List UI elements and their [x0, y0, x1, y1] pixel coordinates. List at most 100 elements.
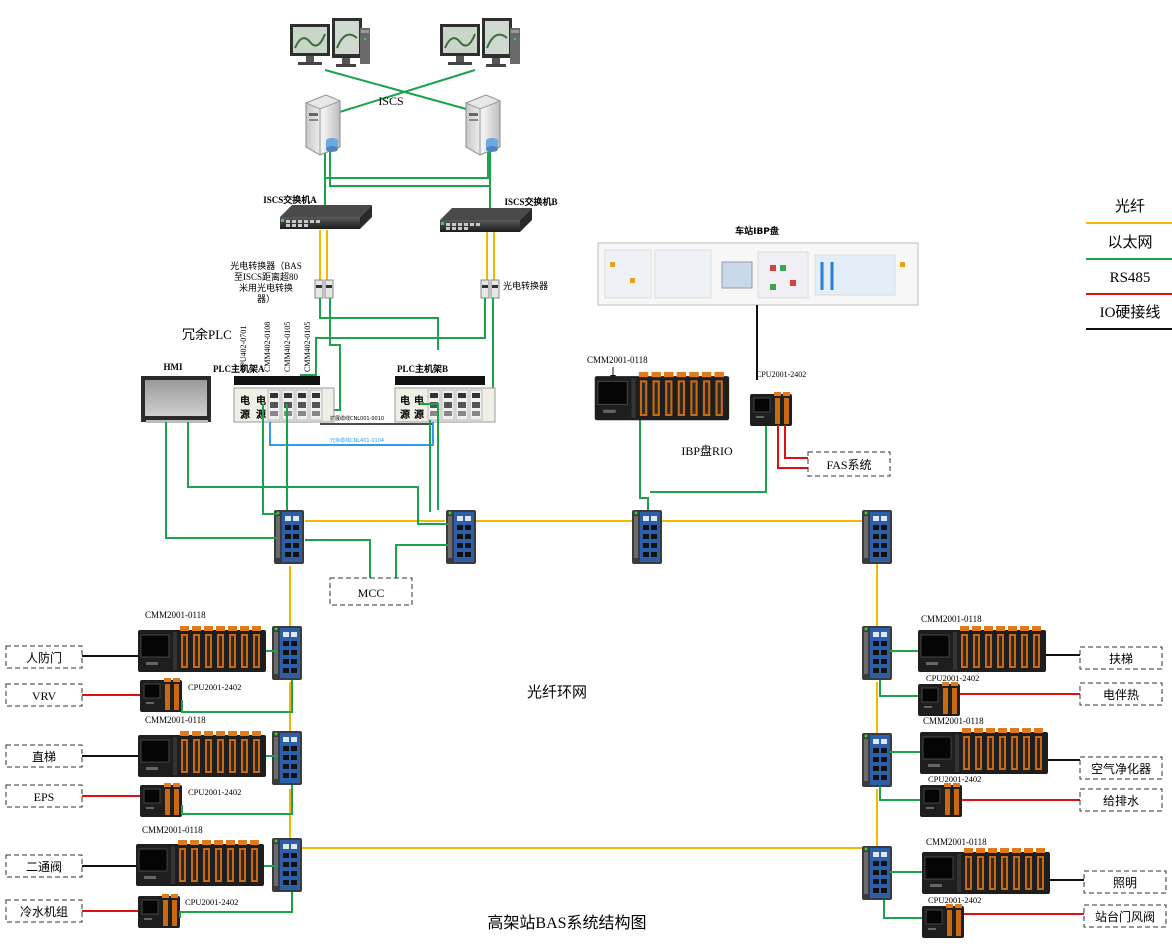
left-node-3-io-device-box: [5, 854, 83, 878]
right-node-2: CMM2001-0118 CPU2001-2402 空气净化器 给排水: [862, 716, 1163, 818]
core-switch-3: [632, 510, 662, 564]
fiber-ring: [289, 230, 878, 849]
right-node-3-rs485-device-label: 站台门风阀: [1095, 909, 1155, 924]
ibp-rio-rack: [594, 371, 730, 421]
legend-fiber-label: 光纤: [1115, 198, 1145, 215]
left-node-2-cpu-label: CPU2001-2402: [188, 787, 241, 797]
left-node-3-cmm-label: CMM2001-0118: [142, 825, 203, 835]
converter-a-note-line-3: 米用光电转换: [239, 282, 293, 293]
rack-a-power-1-bottom: 源: [240, 408, 250, 421]
left-node-3-rs485-device-label: 冷水机组: [20, 905, 68, 919]
rack-a-power-1-top: 电: [240, 394, 250, 407]
left-node-1-cmm-label: CMM2001-0118: [145, 610, 206, 620]
plc-rack-a-label: PLC主机架A: [213, 363, 265, 374]
left-node-1-rs485-device-box: [5, 683, 83, 707]
redundant-cable-label: 冗余缆线CNL401-0104: [330, 437, 384, 444]
left-node-3: CMM2001-0118 CPU2001-2402 二通阀 冷水机组: [5, 825, 302, 929]
iscs-label: ISCS: [378, 94, 403, 108]
legend: 光纤 以太网 RS485 IO硬接线: [1086, 198, 1172, 330]
left-node-1: CMM2001-0118 CPU2001-2402 人防门 VRV: [5, 610, 302, 713]
left-node-2-eth-2: [181, 785, 293, 815]
right-node-1-io-device-label: 扶梯: [1109, 651, 1133, 666]
redundant-cable: [269, 422, 434, 446]
left-node-1-io-device-box: [5, 645, 83, 669]
left-node-1-io-device-label: 人防门: [26, 650, 62, 665]
converter-a-note-line-1: 光电转换器（BAS: [230, 260, 302, 271]
fiber-converter-b: [480, 279, 500, 299]
left-node-1-cpu-label: CPU2001-2402: [188, 682, 241, 692]
core-switch-2: [446, 510, 476, 564]
module-label-2: CMM402-0108: [263, 322, 272, 372]
rack-a-power-2-bottom: 源: [256, 408, 266, 421]
legend-ethernet-label: 以太网: [1107, 234, 1152, 251]
ibp-panel-title: 车站IBP盘: [735, 225, 779, 237]
fiber-converter-a: [314, 279, 334, 299]
left-node-2-io-device-label: 直梯: [32, 750, 56, 764]
core-ethernet-lines: [165, 403, 767, 585]
ibp-rio-cmm-label: CMM2001-0118: [587, 355, 648, 365]
right-node-3: CMM2001-0118 CPU2001-2402 照明 站台门风阀: [862, 837, 1167, 939]
right-node-3-eth-2: [883, 900, 922, 919]
right-node-2-cpu-label: CPU2001-2402: [928, 774, 981, 784]
left-node-3-rs485-device-box: [5, 899, 83, 923]
right-node-3-rs485-device-box: [1083, 904, 1167, 928]
right-node-3-io-device-box: [1083, 870, 1167, 894]
ibp-rio-cpu-label: CPU2001-2402: [756, 370, 806, 379]
left-node-2-rs485-device-label: EPS: [34, 790, 55, 804]
right-node-2-cmm-label: CMM2001-0118: [923, 716, 984, 726]
iscs-workstation-right: [439, 17, 521, 68]
left-node-3-io-device-label: 二通阀: [26, 860, 62, 874]
legend-io-label: IO硬接线: [1100, 304, 1161, 321]
rack-a-power-2-top: 电: [256, 394, 266, 407]
fas-rs485-lines: [777, 425, 808, 469]
converter-a-note-line-2: 至ISCS距离超80: [234, 271, 299, 282]
right-node-2-eth-2: [879, 786, 920, 801]
right-node-1: CMM2001-0118 CPU2001-2402 扶梯 电伴热: [862, 614, 1163, 717]
diagram-title: 高架站BAS系统结构图: [487, 914, 646, 932]
redundant-plc-label: 冗余PLC: [182, 327, 232, 342]
iscs-switch-a-label: ISCS交换机A: [263, 194, 317, 205]
iscs-server-right: [465, 94, 501, 156]
converter-b-label: 光电转换器: [503, 280, 548, 291]
fas-label: FAS系统: [826, 458, 871, 472]
iscs-server-left: [305, 94, 341, 156]
left-node-1-rs485-device-label: VRV: [32, 689, 57, 703]
iscs-switch-b-label: ISCS交换机B: [504, 196, 557, 207]
module-label-3: CMM402-0105: [283, 322, 292, 372]
right-node-1-cpu-label: CPU2001-2402: [926, 673, 979, 683]
hmi-screen: [141, 376, 211, 423]
right-node-3-cmm-label: CMM2001-0118: [926, 837, 987, 847]
right-node-1-io-device-box: [1079, 646, 1163, 670]
left-node-2-cmm-label: CMM2001-0118: [145, 715, 206, 725]
converter-a-note-line-4: 器）: [257, 294, 275, 304]
rack-b-power-2-top: 电: [414, 394, 424, 407]
left-node-2-rs485-device-box: [5, 784, 83, 808]
left-node-3-cpu-label: CPU2001-2402: [185, 897, 238, 907]
right-node-3-cpu-label: CPU2001-2402: [928, 895, 981, 905]
plc-rack-b-label: PLC主机架B: [397, 363, 448, 374]
left-node-1-eth-2: [181, 680, 293, 713]
ibp-rio-label: IBP盘RIO: [681, 443, 733, 458]
plc-rack-a: PLC主机架A 电 源 电 源: [213, 363, 335, 423]
fas-box: [807, 451, 891, 477]
right-node-1-cmm-label: CMM2001-0118: [921, 614, 982, 624]
ibp-rio-cpu: [749, 391, 793, 427]
right-node-1-rs485-device-box: [1079, 682, 1163, 706]
converter-a-note: 光电转换器（BAS 至ISCS距离超80 米用光电转换 器）: [230, 260, 302, 304]
right-node-2-io-device-box: [1079, 756, 1163, 780]
fiber-ring-label: 光纤环网: [527, 684, 587, 701]
left-node-2-io-device-box: [5, 744, 83, 768]
left-node-2: CMM2001-0118 CPU2001-2402 直梯 EPS: [5, 715, 302, 818]
right-node-1-eth-2: [879, 680, 918, 697]
right-node-2-io-device-label: 空气净化器: [1091, 761, 1151, 776]
ibp-panel: [597, 242, 919, 306]
left-node-3-eth-2: [179, 892, 293, 918]
core-switch-1: [274, 510, 304, 564]
mcc-box: [329, 577, 413, 606]
module-label-1: CPU402-0701: [239, 326, 248, 372]
mcc-label: MCC: [358, 586, 385, 600]
right-node-3-io-device-label: 照明: [1113, 876, 1137, 890]
core-switch-4: [862, 510, 892, 564]
legend-rs485-label: RS485: [1110, 270, 1151, 286]
rack-b-power-2-bottom: 源: [414, 408, 424, 421]
